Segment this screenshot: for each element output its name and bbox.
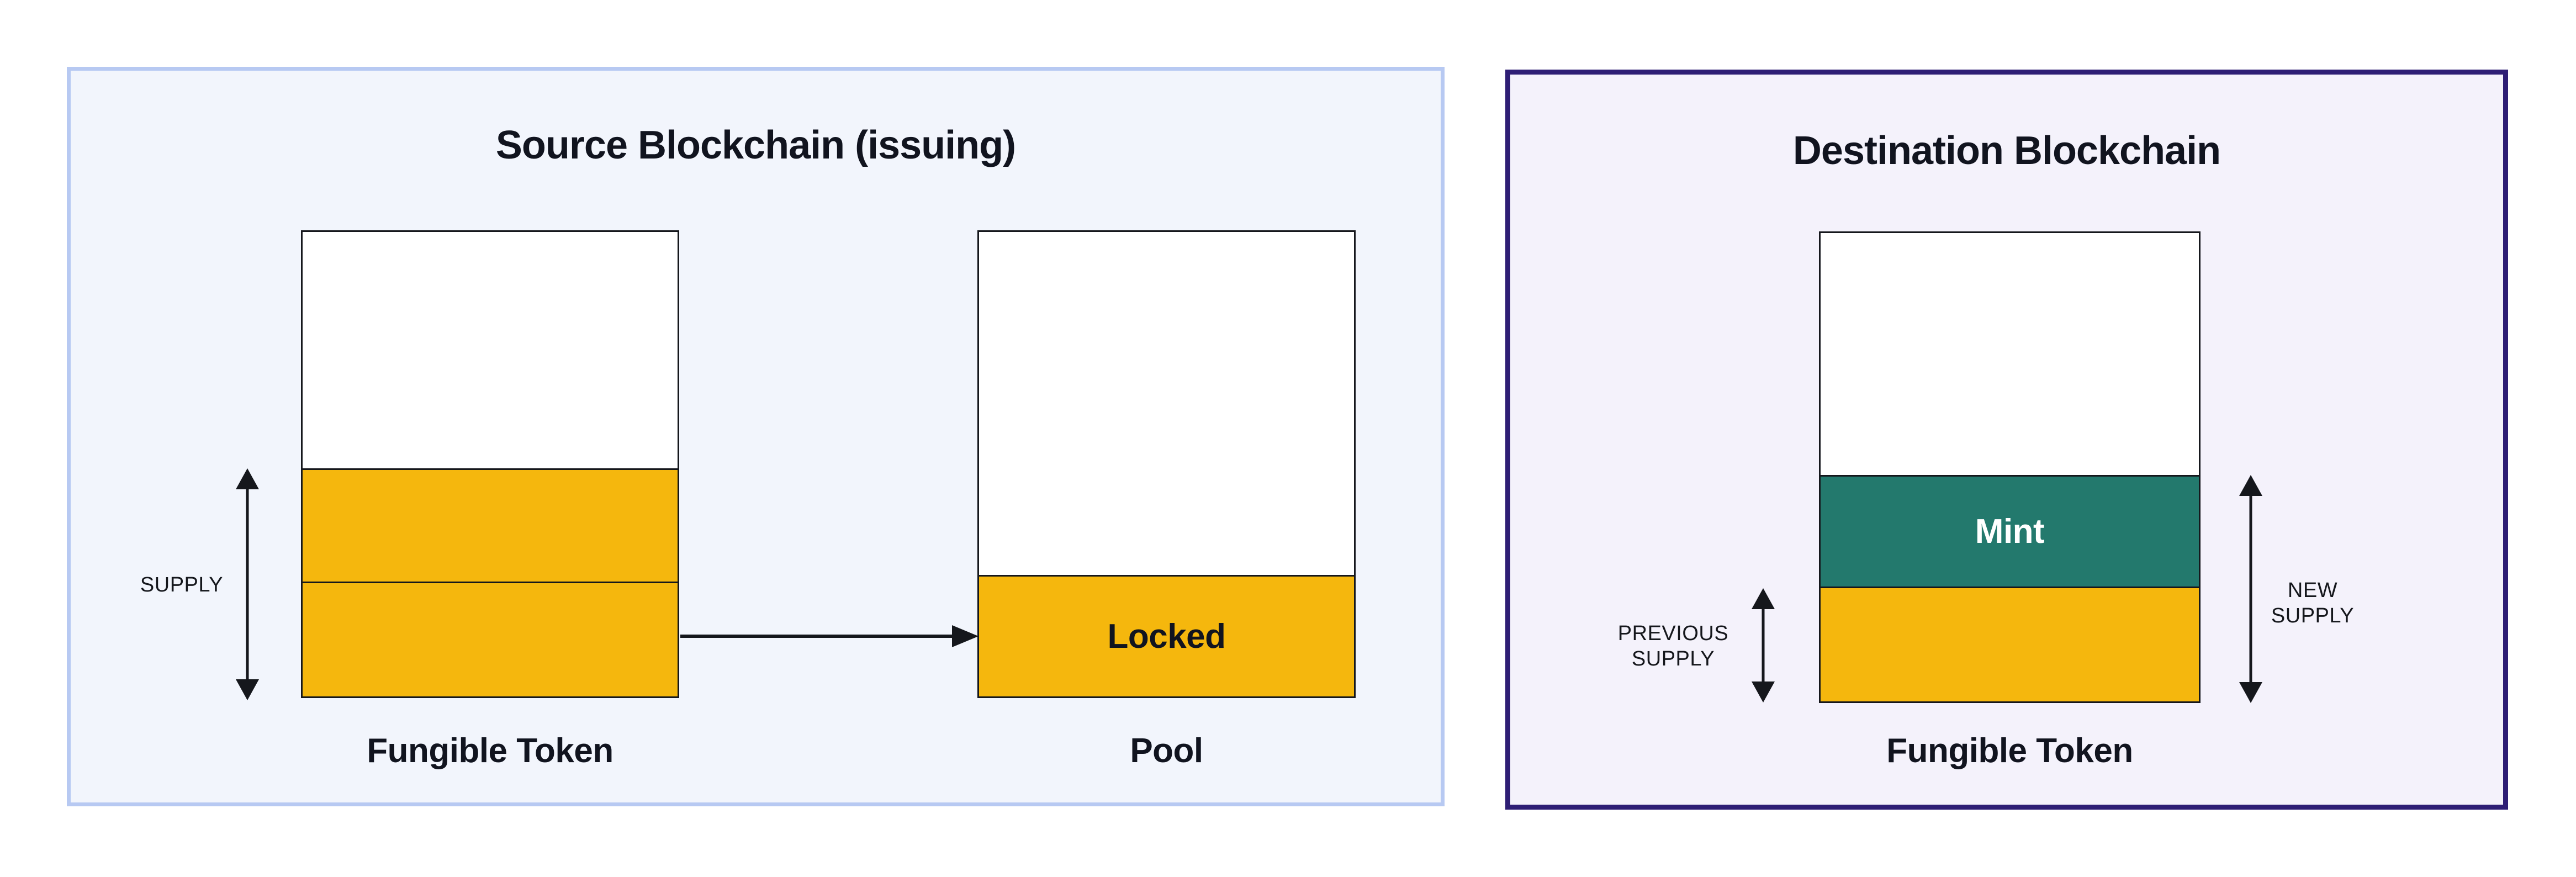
source-fungible-token-bar — [301, 230, 679, 698]
mint-segment: Mint — [1821, 475, 2199, 587]
new-supply-range-arrow-icon — [2238, 475, 2264, 703]
destination-blockchain-panel: Destination Blockchain Mint PREVIOUS SUP… — [1505, 70, 2508, 810]
pool-bar-label: Pool — [1130, 732, 1203, 770]
lock-transfer-arrow-icon — [680, 624, 978, 648]
source-blockchain-panel: Source Blockchain (issuing) Locked SUPPL… — [67, 67, 1445, 806]
locked-label: Locked — [1107, 617, 1226, 656]
source-panel-title: Source Blockchain (issuing) — [495, 123, 1016, 167]
destination-token-bar-label: Fungible Token — [1886, 732, 2133, 770]
previous-supply-segment — [1821, 587, 2199, 701]
new-supply-label-line1: NEW — [2287, 579, 2338, 602]
supply-range-arrow-icon — [234, 468, 261, 700]
locked-segment: Locked — [979, 575, 1354, 696]
previous-supply-label-line1: PREVIOUS — [1617, 622, 1729, 645]
source-token-bar-label: Fungible Token — [367, 732, 613, 770]
source-supply-lower-segment — [303, 583, 678, 696]
source-supply-upper-segment — [303, 468, 678, 583]
previous-supply-label: PREVIOUS SUPPLY — [1585, 621, 1762, 672]
destination-panel-title: Destination Blockchain — [1792, 129, 2221, 173]
previous-supply-range-arrow-icon — [1750, 588, 1776, 702]
pool-bar: Locked — [977, 230, 1356, 698]
new-supply-label: NEW SUPPLY — [2224, 578, 2401, 629]
supply-label: SUPPLY — [140, 573, 224, 596]
previous-supply-label-line2: SUPPLY — [1631, 647, 1715, 671]
mint-label: Mint — [1975, 513, 2045, 551]
new-supply-label-line2: SUPPLY — [2271, 604, 2355, 628]
destination-fungible-token-bar: Mint — [1819, 231, 2201, 703]
